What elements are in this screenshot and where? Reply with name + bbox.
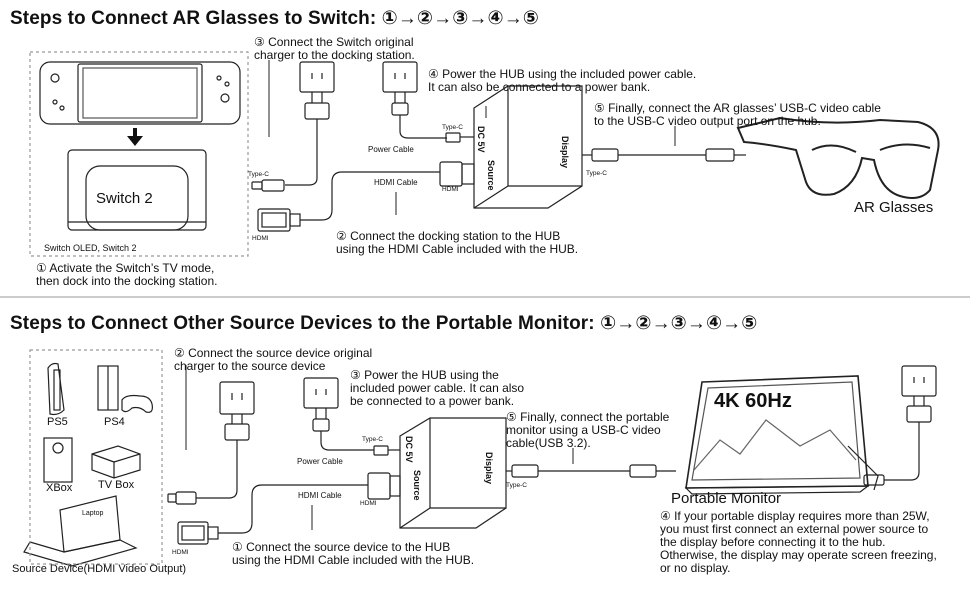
ps5-label: PS5 <box>47 416 68 428</box>
ar-glasses-icon <box>736 116 940 199</box>
step5b-text: ⑤ Finally, connect the portable monitor … <box>506 411 669 450</box>
switch-console-icon <box>39 61 241 125</box>
step3-text: ③ Connect the Switch original charger to… <box>254 36 415 62</box>
type-c-label: Type-C <box>248 171 269 178</box>
step4b-line3: the display before connecting it to the … <box>660 535 886 549</box>
step3b-line3: be connected to a power bank. <box>350 394 515 408</box>
gamepad-icon <box>121 394 153 413</box>
step5-line1: ⑤ Finally, connect the AR glasses’ USB-C… <box>594 101 881 115</box>
step3-line2: charger to the docking station. <box>254 48 415 62</box>
monitor-charger-icon <box>863 365 937 486</box>
ps4-icon <box>97 365 119 411</box>
display-type-c-label: Type-C <box>586 170 607 177</box>
power-adapter-icon <box>303 377 374 451</box>
step4b-line2: you must first connect an external power… <box>660 522 929 536</box>
step5b-line3: cable(USB 3.2). <box>506 436 591 450</box>
step5-text: ⑤ Finally, connect the AR glasses’ USB-C… <box>594 102 881 128</box>
usb-c-cable-icon <box>582 148 746 162</box>
power-adapter-icon <box>382 61 447 139</box>
charger-icon <box>285 61 335 186</box>
hub2-type-c-label: Type-C <box>362 436 383 443</box>
hdmi-plug-icon <box>257 171 440 232</box>
hub-type-c-label: Type-C <box>442 124 463 131</box>
usb-c-plug-icon <box>445 132 461 143</box>
hdmi-label: HDMI <box>252 235 269 242</box>
step4-line2: It can also be connected to a power bank… <box>428 80 651 94</box>
hub2-hdmi-label: HDMI <box>360 500 377 507</box>
section2-title: Steps to Connect Other Source Devices to… <box>10 313 758 334</box>
step4b-line5: or no display. <box>660 561 731 575</box>
power-cable-label-2: Power Cable <box>297 457 343 466</box>
step1b-line1: ① Connect the source device to the HUB <box>232 540 451 554</box>
monitor-screen-text: 4K 60Hz <box>714 390 792 412</box>
usb-c-cable-icon <box>506 464 676 478</box>
step1b-text: ① Connect the source device to the HUB u… <box>232 541 474 567</box>
step4-text: ④ Power the HUB using the included power… <box>428 68 696 94</box>
step4-line1: ④ Power the HUB using the included power… <box>428 67 697 81</box>
step3b-text: ③ Power the HUB using the included power… <box>350 369 524 408</box>
step2-line2: using the HDMI Cable included with the H… <box>336 242 579 256</box>
step1b-line2: using the HDMI Cable included with the H… <box>232 553 475 567</box>
step3b-line1: ③ Power the HUB using the <box>350 368 499 382</box>
step5b-line1: ⑤ Finally, connect the portable <box>506 410 670 424</box>
tvbox-label: TV Box <box>98 479 135 491</box>
hdmi-plug-icon <box>367 472 401 500</box>
hub2-dc-label: DC 5V <box>404 436 414 463</box>
power-cable-label: Power Cable <box>368 145 414 154</box>
step3-line1: ③ Connect the Switch original <box>254 35 414 49</box>
step5b-line2: monitor using a USB-C video <box>506 423 661 437</box>
switch-caption: Switch OLED, Switch 2 <box>44 243 137 253</box>
charger-icon <box>196 381 255 499</box>
step4b-line4: Otherwise, the display may operate scree… <box>660 548 937 562</box>
usb-c-plug-icon <box>167 491 197 505</box>
step1-line1: ① Activate the Switch’s TV mode, <box>36 261 215 275</box>
source-dashed-box <box>29 349 163 565</box>
hdmi-cable-label: HDMI Cable <box>374 178 418 187</box>
step2b-line2: charger to the source device <box>174 359 326 373</box>
hdmi-cable-label-2: HDMI Cable <box>298 491 342 500</box>
xbox-label: XBox <box>46 482 73 494</box>
step2b-line1: ② Connect the source device original <box>174 346 373 360</box>
display2-type-c-label: Type-C <box>506 482 527 489</box>
ar-glasses-label: AR Glasses <box>854 199 934 216</box>
hub-icon <box>399 417 507 529</box>
portable-monitor-label: Portable Monitor <box>671 490 782 507</box>
section1-title: Steps to Connect AR Glasses to Switch: ①… <box>10 8 539 29</box>
hub-dc-label: DC 5V <box>476 126 486 153</box>
step1-line2: then dock into the docking station. <box>36 274 218 288</box>
step4b-line1: ④ If your portable display requires more… <box>660 509 930 523</box>
tv-box-icon <box>91 445 141 479</box>
hdmi-plug-icon <box>439 161 475 187</box>
step2b-text: ② Connect the source device original cha… <box>174 347 372 373</box>
step5-line2: to the USB-C video output port on the hu… <box>594 114 821 128</box>
step3b-line2: included power cable. It can also <box>350 381 525 395</box>
usb-c-plug-icon <box>373 445 389 456</box>
hub2-source-label: Source <box>412 470 422 501</box>
laptop-label: Laptop <box>82 510 104 517</box>
portable-monitor-icon <box>684 375 879 495</box>
ps5-icon <box>47 362 65 416</box>
hub2-display-label: Display <box>484 452 494 485</box>
switch-label: Switch 2 <box>96 190 153 207</box>
hdmi-label-2: HDMI <box>172 549 189 556</box>
laptop-icon <box>23 495 138 567</box>
hub-hdmi-label: HDMI <box>442 186 459 193</box>
step2-line1: ② Connect the docking station to the HUB <box>336 229 561 243</box>
source-caption: Source Device(HDMI Video Output) <box>12 563 187 575</box>
step2-text: ② Connect the docking station to the HUB… <box>336 230 578 256</box>
hdmi-plug-icon <box>177 484 368 545</box>
switch-dashed-box <box>29 51 249 257</box>
arrow-down-icon <box>127 128 143 146</box>
hub-icon <box>473 85 583 209</box>
ps4-label: PS4 <box>104 416 125 428</box>
usb-c-plug-icon <box>251 179 285 192</box>
hub-display-label: Display <box>560 136 570 169</box>
xbox-icon <box>43 437 73 483</box>
dock-icon <box>67 149 207 231</box>
hub-source-label: Source <box>486 160 496 191</box>
step4b-text: ④ If your portable display requires more… <box>660 510 937 575</box>
step1-text: ① Activate the Switch’s TV mode, then do… <box>36 262 217 288</box>
